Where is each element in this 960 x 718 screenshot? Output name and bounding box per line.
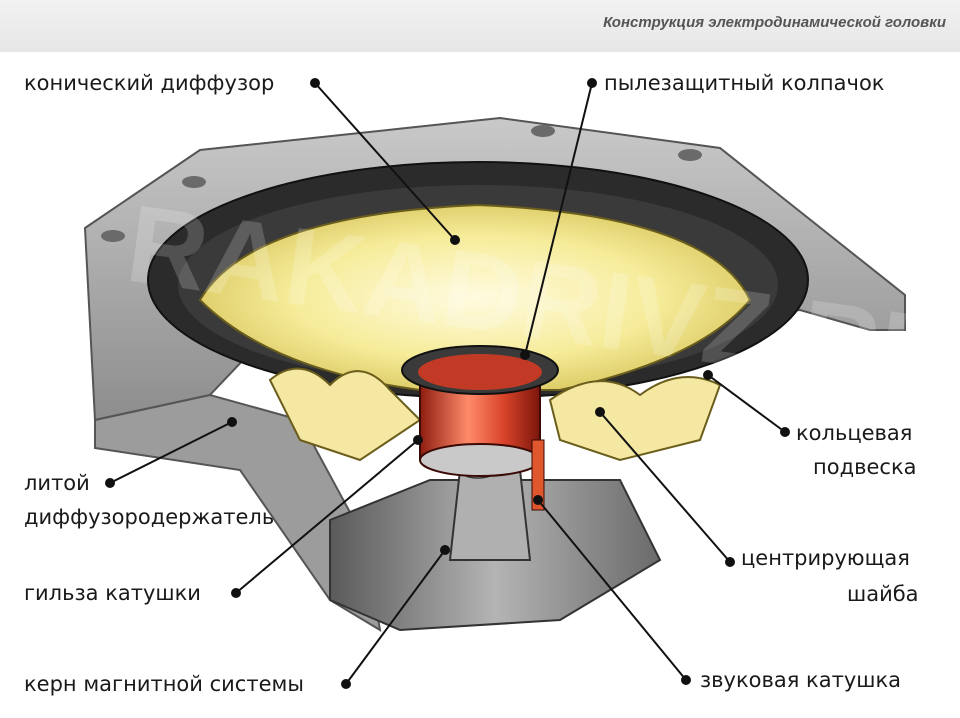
leader-cone-dot-a: [310, 78, 320, 88]
leader-voice-coil: [537, 499, 687, 681]
voice-coil-winding: [531, 439, 545, 511]
leader-voice-coil-dot-b: [533, 495, 543, 505]
label-dust-cap: пылезащитный колпачок: [604, 71, 885, 95]
label-surround-1: кольцевая: [796, 421, 913, 445]
label-frame-1: литой: [24, 471, 90, 495]
label-spider-2: шайба: [847, 582, 919, 606]
dust-cap-inner: [418, 354, 542, 390]
magnet-system: [329, 461, 662, 632]
leader-surround-dot-b: [703, 370, 713, 380]
leader-pole-dot-b: [440, 545, 450, 555]
frame-front-wall: [94, 393, 382, 632]
leader-frame-dot-b: [227, 417, 237, 427]
mount-hole-2: [182, 176, 206, 188]
leader-former-dot-a: [231, 588, 241, 598]
spider-cut-right: [548, 376, 722, 462]
leader-frame: [109, 421, 233, 484]
leader-former-dot-b: [413, 435, 423, 445]
leader-spider-dot-b: [595, 407, 605, 417]
header-band: Конструкция электродинамической головки: [0, 0, 960, 52]
leader-cone: [314, 82, 456, 241]
leader-dust-cap-dot-b: [520, 350, 530, 360]
leader-pole-dot-a: [341, 679, 351, 689]
mount-hole-4: [678, 149, 702, 161]
leader-former: [235, 439, 419, 594]
label-pole: керн магнитной системы: [24, 672, 304, 696]
label-spider-1: центрирующая: [741, 546, 910, 570]
leader-surround: [707, 374, 786, 433]
voice-coil-bottom: [419, 443, 541, 477]
label-cone: конический диффузор: [24, 71, 275, 95]
leader-spider: [599, 411, 731, 563]
label-former: гильза катушки: [24, 581, 201, 605]
leader-dust-cap-dot-a: [587, 78, 597, 88]
leader-lines: [105, 78, 790, 689]
mount-hole-1: [101, 230, 125, 242]
header-title: Конструкция электродинамической головки: [603, 14, 946, 31]
spider-cut: [268, 367, 422, 462]
label-frame-2: диффузородержатель: [24, 505, 275, 529]
leader-frame-dot-a: [105, 478, 115, 488]
leader-surround-dot-a: [780, 427, 790, 437]
pole-piece: [448, 469, 532, 561]
leader-cone-dot-b: [450, 235, 460, 245]
mount-hole-3: [531, 125, 555, 137]
leader-dust-cap: [524, 82, 593, 356]
label-surround-2: подвеска: [813, 455, 917, 479]
label-voice-coil: звуковая катушка: [700, 668, 902, 692]
leader-voice-coil-dot-a: [681, 675, 691, 685]
leader-spider-dot-a: [725, 557, 735, 567]
leader-pole: [345, 549, 446, 685]
